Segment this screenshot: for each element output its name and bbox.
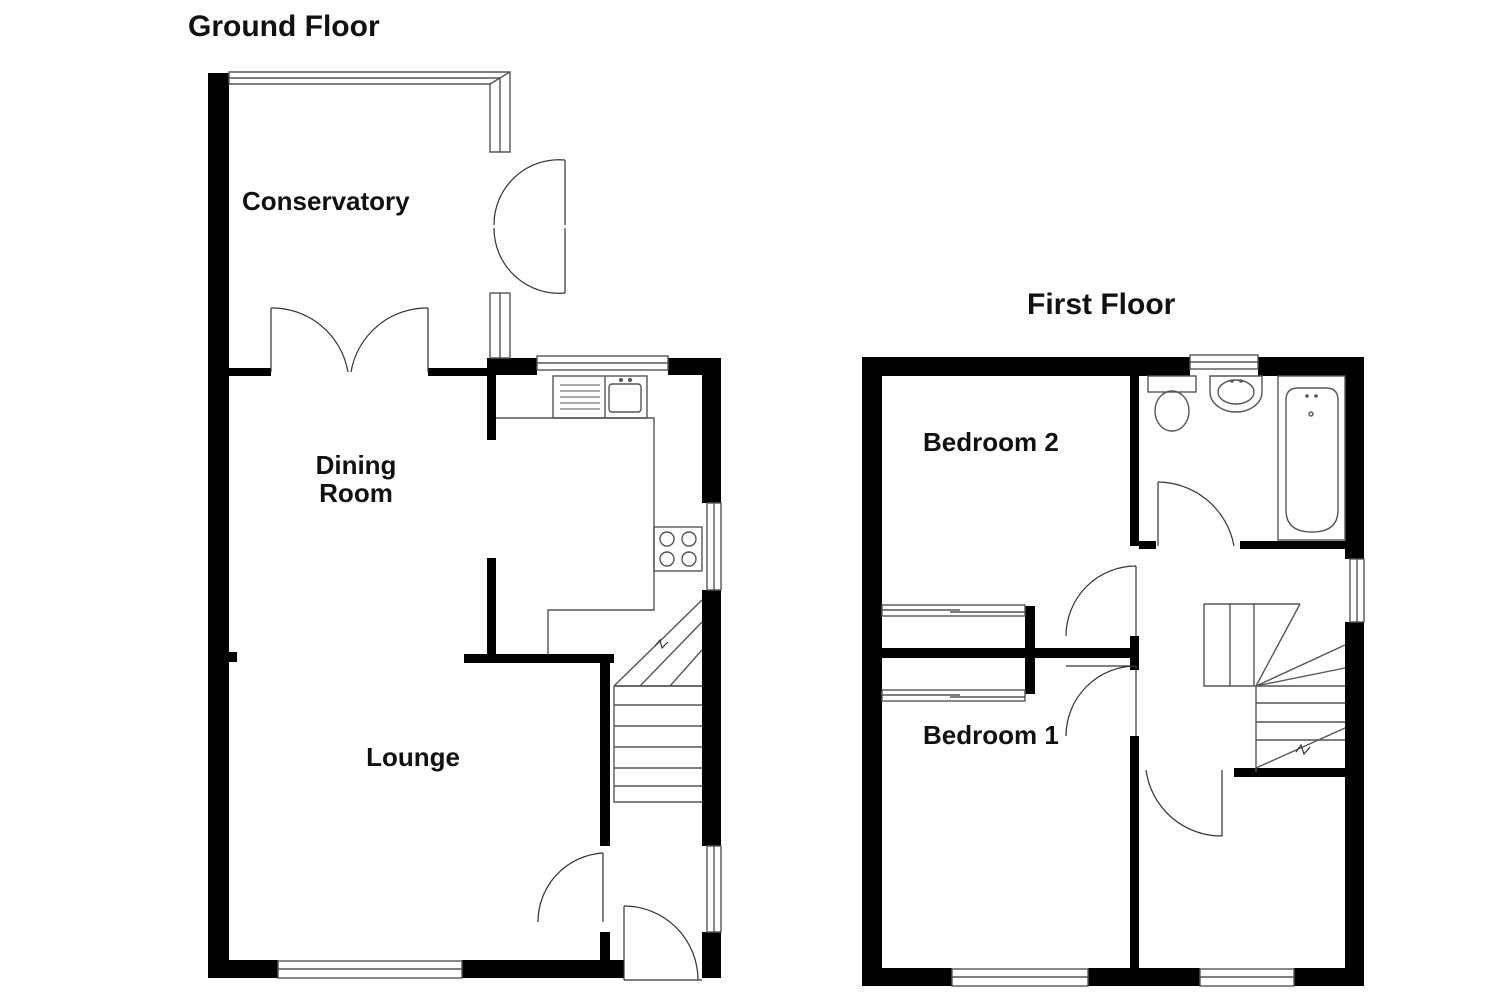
ff-wardrobe-doors bbox=[881, 604, 1026, 702]
ff-wall-west bbox=[862, 357, 882, 986]
ff-wall-north-left bbox=[862, 357, 1190, 376]
gf-conservatory-glazing bbox=[228, 71, 511, 153]
gf-wall-kitchen-west-top bbox=[487, 368, 496, 440]
room-label-bedroom1: Bedroom 1 bbox=[923, 720, 1059, 750]
ff-bath-icon bbox=[1277, 375, 1346, 541]
gf-kitchen-hob-icon bbox=[653, 526, 703, 572]
ff-wall-landing-south bbox=[1234, 768, 1345, 777]
ground-floor-plan: Conservatory Dining Room Lounge bbox=[208, 71, 722, 981]
gf-wall-kitchen-west-bottom bbox=[487, 558, 496, 662]
ff-wall-east-top bbox=[1345, 357, 1364, 559]
room-label-dining-line2: Room bbox=[319, 478, 393, 508]
gf-kitchen-sink-icon bbox=[552, 375, 648, 419]
ff-bathroom-door bbox=[1157, 481, 1235, 547]
ground-floor-title: Ground Floor bbox=[188, 10, 380, 43]
gf-dining-french-doors bbox=[270, 307, 429, 373]
ff-toilet-icon bbox=[1147, 375, 1197, 432]
gf-wall-east-mid bbox=[702, 590, 721, 846]
room-label-conservatory: Conservatory bbox=[242, 186, 410, 216]
ff-wall-bath-west bbox=[1130, 376, 1139, 546]
ff-wall-south-left bbox=[862, 968, 952, 986]
gf-wall-south-left bbox=[208, 960, 278, 978]
gf-kitchen-worktop bbox=[496, 417, 655, 654]
ff-wall-south-mid bbox=[1088, 968, 1200, 986]
ff-wall-wardrobe-divider bbox=[1025, 606, 1035, 694]
gf-conservatory-french-doors bbox=[493, 159, 566, 294]
gf-wall-partition-right bbox=[428, 368, 493, 376]
gf-wall-hall-west-bottom bbox=[600, 932, 610, 960]
gf-lounge-door bbox=[537, 852, 604, 923]
gf-wall-east-bottom bbox=[702, 932, 721, 978]
ff-bedroom3-door bbox=[1145, 769, 1223, 837]
gf-wall-hall-west-top bbox=[600, 662, 610, 846]
ff-wall-south-right bbox=[1294, 968, 1364, 986]
gf-front-door bbox=[623, 905, 702, 981]
gf-staircase bbox=[613, 599, 703, 803]
ff-staircase bbox=[1203, 603, 1346, 772]
ff-wall-bath-south bbox=[1240, 541, 1345, 549]
gf-wall-kitchen-south bbox=[464, 654, 614, 663]
gf-wall-kitchen-north-left bbox=[487, 358, 537, 375]
gf-wall-east-top bbox=[702, 358, 721, 503]
ff-bedroom1-door bbox=[1065, 665, 1137, 737]
ff-wall-bath-south-stub bbox=[1139, 541, 1156, 549]
gf-wall-stub bbox=[229, 652, 237, 662]
room-label-bedroom2: Bedroom 2 bbox=[923, 427, 1059, 457]
ff-wall-east-bottom bbox=[1345, 622, 1364, 986]
first-floor-plan: Bedroom 2 Bedroom 1 bbox=[862, 354, 1365, 987]
ff-wall-north-right bbox=[1258, 357, 1364, 376]
room-label-dining-line1: Dining bbox=[316, 450, 397, 480]
ff-wall-bed1-east bbox=[1130, 736, 1139, 968]
gf-wall-partition-left bbox=[229, 368, 271, 376]
room-label-lounge: Lounge bbox=[366, 742, 460, 772]
ff-bedroom2-door bbox=[1065, 565, 1137, 637]
gf-wall-south-right bbox=[462, 960, 624, 978]
first-floor-title: First Floor bbox=[1027, 288, 1176, 321]
ff-wall-bed-divider bbox=[882, 648, 1139, 658]
gf-wall-kitchen-north-right bbox=[668, 358, 721, 375]
gf-wall-west bbox=[208, 73, 229, 978]
ff-basin-icon bbox=[1209, 375, 1263, 413]
